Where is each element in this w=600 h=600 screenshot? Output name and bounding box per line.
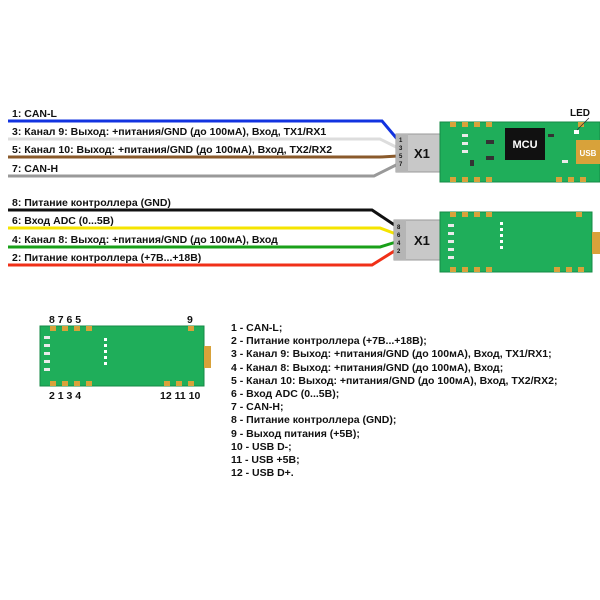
x1-bottom-pin-8: 8 [397,225,401,231]
x1-top-label: X1 [414,146,430,161]
usb-label: USB [580,149,597,158]
x1-top-pin-5: 5 [399,154,403,160]
legend-item-12: 12 - USB D+. [231,467,294,480]
wire-label-6: 6: Вход ADC (0...5В) [12,215,114,227]
legend-item-6: 6 - Вход ADC (0...5В); [231,388,340,401]
wire-label-5: 5: Канал 10: Выход: +питания/GND (до 100… [12,144,332,156]
wire-label-8: 8: Питание контроллера (GND) [12,197,171,209]
pinout-bottom-left-pins: 2 1 3 4 [49,390,81,402]
legend-item-1: 1 - CAN-L; [231,322,283,334]
pinout-bottom-right-pins: 12 11 10 [160,390,200,402]
led-indicator [574,130,579,134]
pinout-board [39,325,211,387]
wire-7-can-h [8,162,399,178]
wire-label-2: 2: Питание контроллера (+7В...+18В) [12,252,201,264]
wire-5-channel-10 [8,154,399,159]
x1-top-pin-7: 7 [399,162,403,168]
pinout-top-pins: 8 7 6 5 [49,314,81,326]
connector-x1-top: 1 3 5 7 X1 [395,133,441,173]
mcu-label: MCU [512,139,537,151]
pin-legend: 1 - CAN-L; 2 - Питание контроллера (+7В.… [231,322,557,480]
wire-3-channel-9 [8,137,399,150]
legend-item-8: 8 - Питание контроллера (GND); [231,414,397,427]
mcu-chip [505,128,545,160]
bottom-wire-harness [8,208,397,267]
wire-1-can-l [8,119,400,141]
legend-item-2: 2 - Питание контроллера (+7В...+18В); [231,335,427,348]
wire-4-channel-8 [8,240,397,249]
x1-top-pin-3: 3 [399,146,403,152]
legend-item-11: 11 - USB +5В; [231,454,300,467]
legend-item-5: 5 - Канал 10: Выход: +питания/GND (до 10… [231,374,558,387]
legend-item-3: 3 - Канал 9: Выход: +питания/GND (до 100… [231,348,552,361]
top-wire-harness [8,119,400,178]
pcb-bottom-view [439,211,600,273]
wire-8-gnd [8,208,397,228]
x1-bottom-pin-2: 2 [397,249,401,255]
wire-6-adc [8,226,397,236]
x1-bottom-pin-4: 4 [397,241,401,247]
legend-item-9: 9 - Выход питания (+5В); [231,427,360,440]
led-label: LED [570,108,590,119]
x1-bottom-label: X1 [414,233,430,248]
x1-bottom-pin-6: 6 [397,233,401,239]
usb-port [576,140,600,164]
connector-x1-bottom: 8 6 4 2 X1 [393,219,441,261]
wire-label-3: 3: Канал 9: Выход: +питания/GND (до 100м… [12,126,326,138]
x1-top-pin-1: 1 [399,138,403,144]
wire-label-4: 4: Канал 8: Выход: +питания/GND (до 100м… [12,234,278,246]
pinout-top-right-pin: 9 [187,314,193,326]
legend-item-4: 4 - Канал 8: Выход: +питания/GND (до 100… [231,361,504,374]
legend-item-7: 7 - CAN-H; [231,401,284,414]
wire-label-7: 7: CAN-H [12,163,58,175]
wire-2-power [8,248,397,267]
wire-label-1: 1: CAN-L [12,108,57,120]
legend-item-10: 10 - USB D-; [231,440,292,453]
